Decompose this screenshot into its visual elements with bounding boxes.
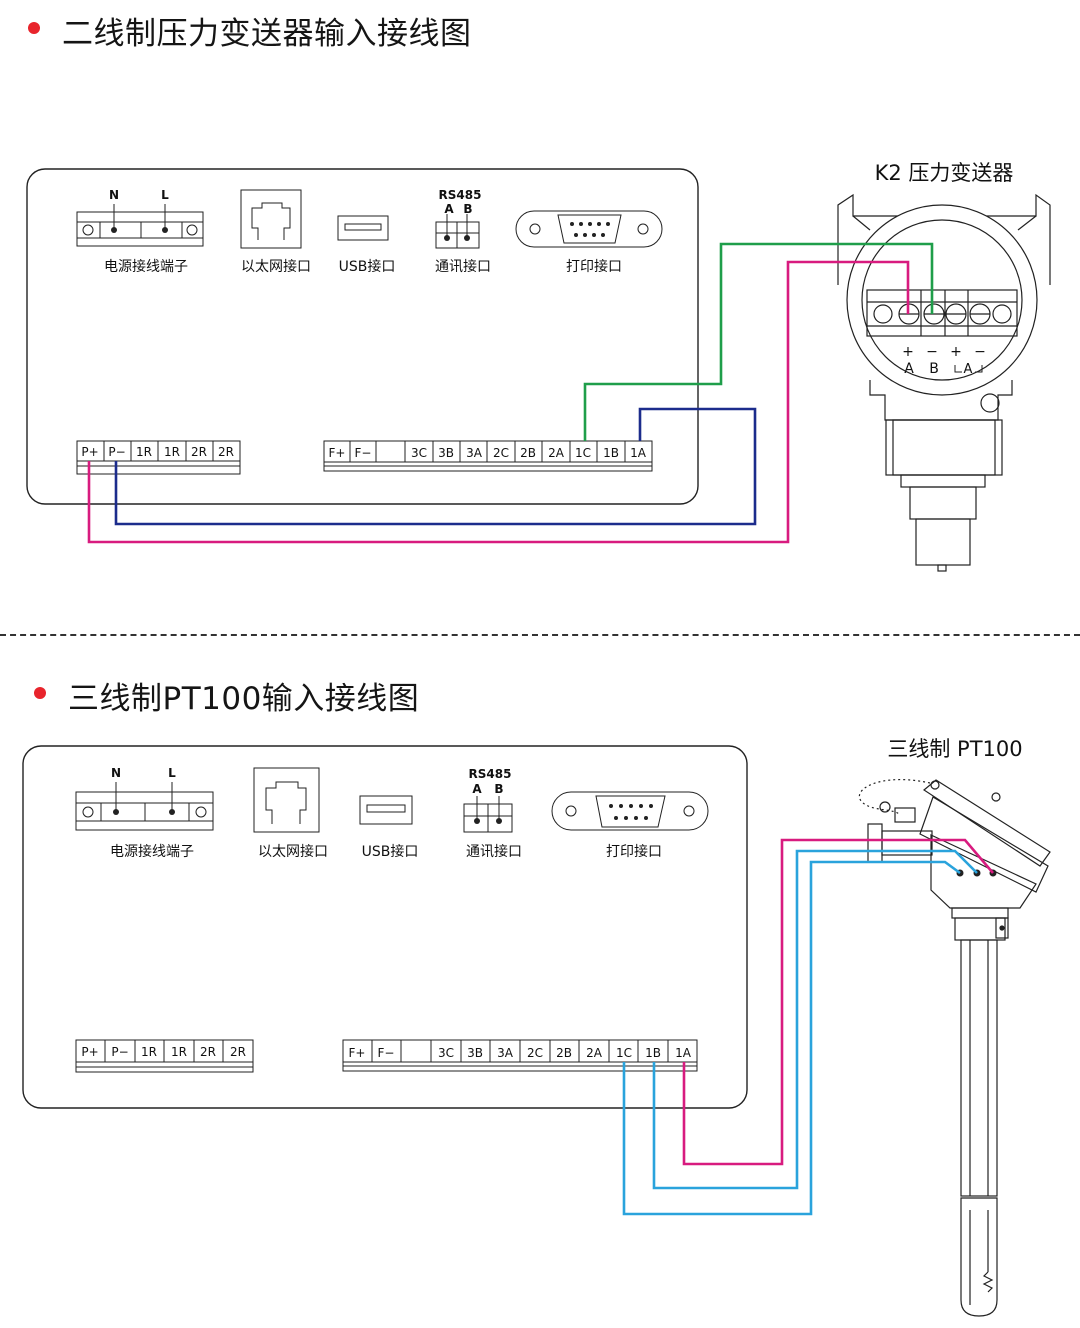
power-terminal-label: 电源接线端子 (110, 843, 194, 860)
terminal-label: 2C (527, 1046, 543, 1060)
device-term-b: B (929, 361, 939, 377)
terminal-label: P+ (81, 1045, 98, 1059)
ethernet-label: 以太网接口 (241, 258, 311, 275)
svg-text:−: − (974, 344, 986, 360)
terminal-label: 2C (493, 446, 509, 460)
left-terminal-strip: P+ P− 1R 1R 2R 2R (75, 1039, 254, 1073)
usb-port-icon (359, 795, 413, 825)
print-label: 打印接口 (566, 258, 622, 275)
section-bullet-icon (34, 687, 46, 699)
svg-text:A: A (964, 362, 973, 377)
terminal-label: P− (111, 1045, 128, 1059)
pressure-transmitter-icon (837, 193, 1051, 572)
wire-magenta (682, 838, 994, 1166)
power-terminal-block: N L (76, 188, 204, 247)
terminal-label: P+ (81, 445, 98, 459)
terminal-label: 1B (645, 1046, 661, 1060)
instrument-panel (22, 745, 748, 1109)
diagram-three-wire-pt100: N L 电源接线端子 以太网接口 USB接口 RS485 A B 通讯接口 (22, 737, 1051, 1317)
terminal-label: 3B (467, 1046, 483, 1060)
instrument-panel (26, 168, 699, 505)
terminal-label: F− (378, 1046, 395, 1060)
terminal-label: 2A (586, 1046, 603, 1060)
rs485-b-label: B (494, 782, 503, 796)
wire-magenta (87, 260, 910, 544)
comm-label: 通讯接口 (466, 843, 522, 860)
terminal-label: 2R (218, 445, 234, 459)
right-terminal-strip: F+ F− 3C 3B 3A 2C 2B 2A 1C 1B 1A (323, 440, 653, 472)
ethernet-label: 以太网接口 (258, 843, 328, 860)
terminal-label: 1R (141, 1045, 157, 1059)
terminal-label: 1C (575, 446, 591, 460)
section-divider (0, 634, 1080, 636)
comm-terminal-icon (435, 214, 480, 249)
wire-cyan-1c (622, 860, 961, 1216)
terminal-label: 3B (438, 446, 454, 460)
terminal-label: 1R (164, 445, 180, 459)
device1-label: K2 压力变送器 (875, 161, 1014, 185)
diagram-two-wire-pressure: N L 电源接线端子 以太网接口 USB接口 RS485 A B 通讯接口 (26, 161, 1051, 572)
pt100-sensor-icon (858, 779, 1051, 1317)
terminal-label: 1R (136, 445, 152, 459)
rs485-label: RS485 (439, 188, 482, 202)
terminal-label: 2A (548, 446, 565, 460)
ethernet-port-icon (253, 767, 320, 833)
power-n-label: N (109, 188, 119, 202)
power-n-label: N (111, 766, 121, 780)
section1-title: 二线制压力变送器输入接线图 (62, 16, 472, 52)
terminal-label: 3A (497, 1046, 514, 1060)
terminal-label: 2B (556, 1046, 572, 1060)
power-l-label: L (168, 766, 176, 780)
left-terminal-strip: P+ P− 1R 1R 2R 2R (76, 440, 241, 475)
terminal-label: 2R (230, 1045, 246, 1059)
rs485-label: RS485 (469, 767, 512, 781)
terminal-label: F+ (329, 446, 346, 460)
device-term-a: A (904, 361, 914, 377)
print-label: 打印接口 (606, 843, 662, 860)
rs485-b-label: B (463, 202, 472, 216)
usb-label: USB接口 (362, 843, 419, 860)
terminal-label: 1A (675, 1046, 692, 1060)
usb-label: USB接口 (339, 258, 396, 275)
rs485-a-label: A (472, 782, 482, 796)
terminal-label: 1R (171, 1045, 187, 1059)
terminal-label: P− (108, 445, 125, 459)
rs485-a-label: A (444, 202, 454, 216)
power-terminal-label: 电源接线端子 (104, 258, 188, 275)
ethernet-port-icon (240, 189, 302, 249)
section2-title: 三线制PT100输入接线图 (68, 681, 420, 717)
comm-label: 通讯接口 (435, 258, 491, 275)
svg-text:+: + (902, 344, 914, 360)
terminal-label: 1A (630, 446, 647, 460)
terminal-label: 3C (411, 446, 427, 460)
power-l-label: L (161, 188, 169, 202)
wire-navy (114, 407, 757, 526)
print-port-icon (515, 210, 663, 248)
terminal-label: 2R (191, 445, 207, 459)
svg-text:−: − (926, 344, 938, 360)
terminal-label: F− (355, 446, 372, 460)
power-terminal-block: N L (75, 766, 214, 831)
usb-port-icon (337, 215, 389, 241)
wire-green (583, 242, 934, 441)
device2-label: 三线制 PT100 (887, 737, 1022, 761)
section-bullet-icon (28, 22, 40, 34)
terminal-label: 2B (520, 446, 536, 460)
comm-terminal-icon (463, 796, 513, 833)
svg-text:+: + (950, 344, 962, 360)
terminal-label: F+ (349, 1046, 366, 1060)
terminal-label: 3C (438, 1046, 454, 1060)
terminal-label: 2R (200, 1045, 216, 1059)
terminal-label: 3A (466, 446, 483, 460)
right-terminal-strip: F+ F− 3C 3B 3A 2C 2B 2A 1C 1B 1A (342, 1039, 698, 1072)
wire-cyan-1b (652, 849, 978, 1190)
print-port-icon (551, 791, 709, 831)
terminal-label: 1C (616, 1046, 632, 1060)
terminal-label: 1B (603, 446, 619, 460)
